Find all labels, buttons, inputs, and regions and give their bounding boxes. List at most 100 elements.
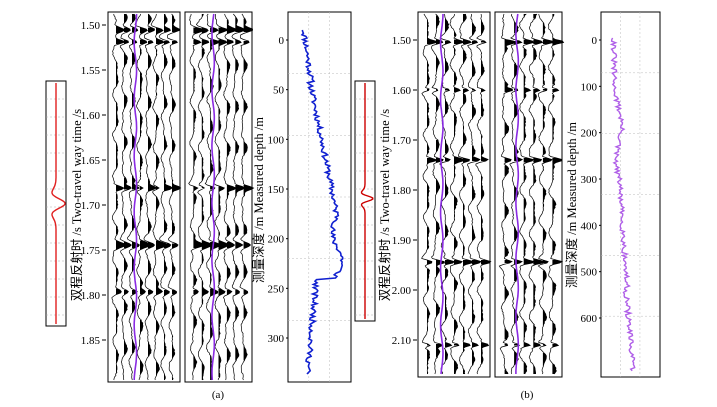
trace-lobe — [427, 269, 430, 292]
depth-tick: 200 — [581, 128, 598, 140]
trace-lobe — [210, 273, 212, 284]
trace-lobe — [218, 27, 227, 34]
seismic-trace — [231, 13, 246, 381]
trace-lobe — [523, 74, 531, 98]
trace-lobe — [156, 197, 160, 211]
seismic-trace — [158, 13, 174, 381]
trace-lobe — [164, 41, 170, 44]
trace-lobe — [156, 278, 163, 295]
trace-lobe — [164, 95, 168, 109]
panel-b-traces — [421, 13, 565, 375]
trace-lobe — [427, 308, 430, 331]
depth-tick: 400 — [581, 220, 598, 232]
seismic-trace — [195, 13, 214, 381]
trace-lobe — [172, 41, 178, 44]
trace-lobe — [148, 290, 153, 295]
trace-lobe — [552, 89, 559, 92]
trace-lobe — [218, 288, 226, 296]
trace-lobe — [218, 240, 229, 250]
trace-lobe — [235, 242, 243, 248]
depth-tick: 0 — [279, 35, 285, 47]
trace-lobe — [472, 41, 478, 44]
trace-lobe — [164, 290, 170, 296]
trace-lobe — [243, 345, 248, 361]
seismic-trace — [150, 13, 168, 381]
trace-lobe — [124, 95, 128, 109]
trace-lobe — [124, 134, 128, 149]
seismic-trace — [458, 13, 474, 375]
trace-lobe — [193, 233, 204, 248]
trace-lobe — [124, 258, 128, 272]
trace-lobe — [542, 89, 547, 91]
trace-lobe — [504, 287, 509, 301]
time-tick: 1.70 — [81, 200, 101, 212]
trace-lobe — [445, 215, 449, 238]
panel-a-time-axis-label: 双程反射时 /s Two-travel way time /s — [69, 109, 84, 301]
trace-lobe — [542, 309, 547, 326]
trace-lobe — [164, 174, 173, 191]
trace-lobe — [504, 327, 509, 340]
trace-lobe — [235, 59, 239, 73]
trace-lobe — [124, 216, 128, 232]
panel-b: 双程反射时 /s Two-travel way time /s 1.501.60… — [354, 11, 661, 401]
trace-lobe — [533, 167, 536, 185]
trace-lobe — [193, 290, 199, 295]
panel-b-time-ticks: 1.501.601.701.801.902.002.10 — [392, 35, 417, 347]
trace-lobe — [210, 150, 214, 175]
trace-lobe — [235, 185, 245, 197]
trace-lobe — [504, 344, 508, 346]
trace-lobe — [148, 179, 157, 191]
seismic-trace — [421, 13, 438, 375]
trace-lobe — [124, 14, 128, 23]
trace-lobe — [116, 185, 124, 191]
synthetic-trace — [133, 13, 138, 381]
trace-lobe — [124, 339, 128, 355]
trace-lobe — [523, 321, 531, 347]
trace-lobe — [148, 14, 152, 25]
trace-lobe — [552, 75, 556, 85]
trace-lobe — [218, 312, 221, 338]
trace-lobe — [201, 158, 205, 181]
time-tick: 1.60 — [392, 85, 412, 97]
synthetic-trace — [515, 13, 520, 374]
seismic-trace — [431, 13, 445, 375]
panel-a-depth-axis-label: 测量深度 /m Measured depth /m — [251, 117, 266, 283]
trace-lobe — [542, 353, 547, 367]
trace-lobe — [445, 99, 449, 115]
seismic-trace — [467, 13, 482, 375]
trace-lobe — [148, 95, 152, 110]
panel-b-seismic-right — [494, 11, 563, 378]
trace-lobe — [132, 53, 136, 67]
panel-a-time-ticks: 1.501.551.601.651.701.751.801.85 — [81, 20, 106, 347]
time-tick: 1.80 — [392, 185, 412, 197]
trace-lobe — [523, 362, 527, 374]
synthetic-trace — [211, 13, 216, 381]
seismic-trace — [127, 13, 141, 381]
seismic-trace — [134, 13, 152, 381]
trace-lobe — [201, 240, 213, 250]
trace-lobe — [201, 320, 205, 346]
time-tick: 1.85 — [81, 335, 101, 347]
trace-lobe — [156, 320, 160, 334]
trace-lobe — [156, 186, 160, 190]
trace-lobe — [463, 14, 467, 22]
panel-a: 双程反射时 /s Two-travel way time /s 1.501.55… — [45, 11, 352, 401]
trace-lobe — [235, 305, 239, 320]
trace-lobe — [116, 26, 125, 34]
depth-tick: 500 — [581, 267, 598, 279]
panel-b-depth-axis-label: 测量深度 /m Measured depth /m — [564, 122, 579, 288]
trace-lobe — [193, 150, 197, 173]
trace-lobe — [427, 143, 430, 154]
trace-lobe — [463, 50, 467, 64]
depth-tick: 600 — [581, 313, 598, 325]
trace-lobe — [427, 60, 430, 85]
trace-lobe — [463, 89, 469, 104]
depth-tick: 300 — [581, 174, 598, 186]
trace-lobe — [504, 81, 513, 92]
seismic-trace — [518, 13, 535, 375]
trace-lobe — [552, 363, 557, 374]
seismic-trace — [111, 13, 127, 381]
